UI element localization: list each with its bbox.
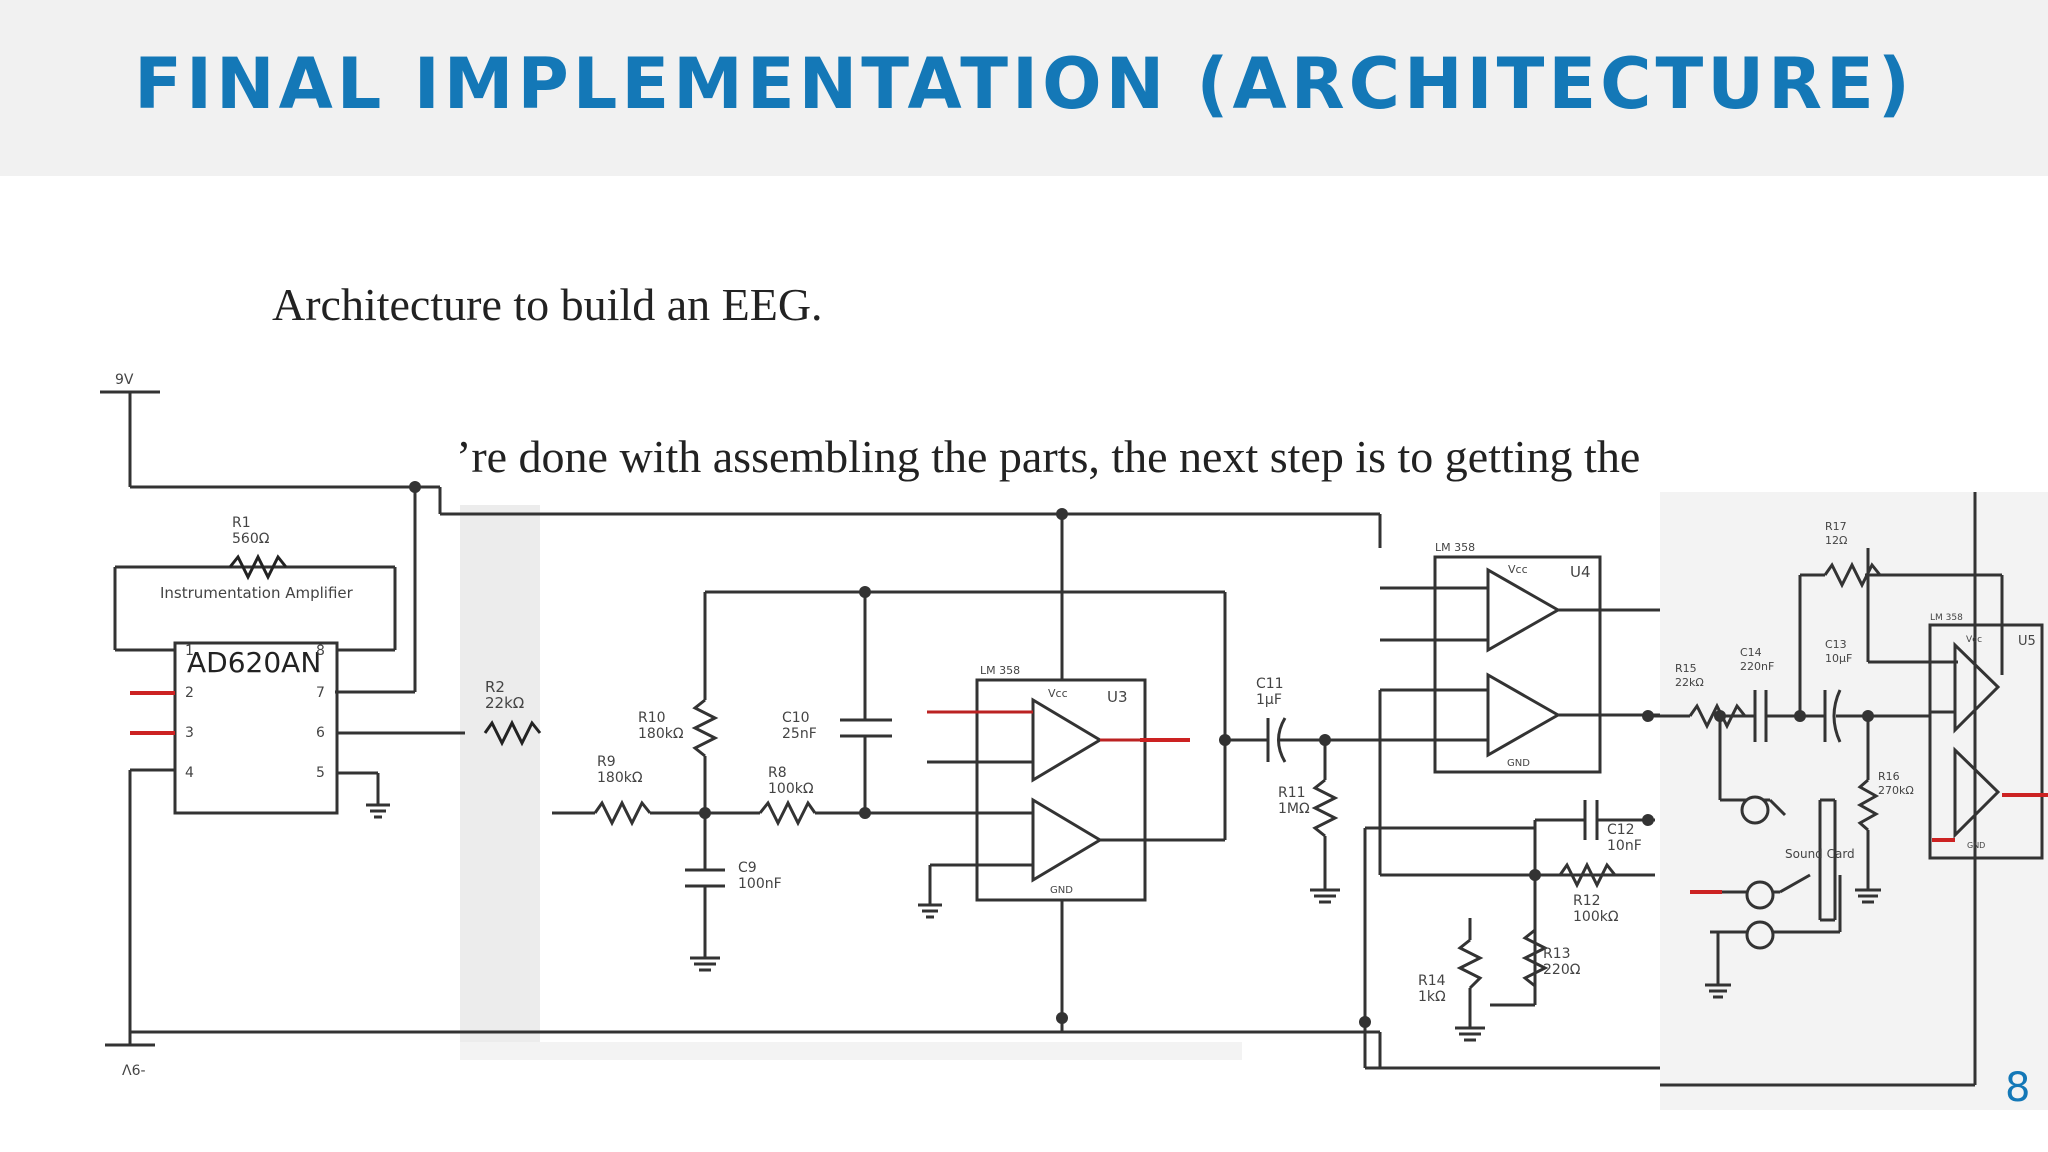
c14-name: C14 [1740, 646, 1762, 659]
ic1-pin-4: 4 [185, 765, 194, 781]
u4-gnd: GND [1507, 758, 1530, 769]
r17-value: 12Ω [1825, 534, 1847, 547]
c12-name: C12 [1607, 822, 1635, 838]
page-number: 8 [2005, 1065, 2031, 1111]
r12-value: 100kΩ [1573, 909, 1619, 925]
slide-title: FINAL IMPLEMENTATION (ARCHITECTURE) [134, 43, 1914, 125]
r2-value: 22kΩ [485, 694, 524, 712]
u5-name: U5 [2018, 634, 2036, 649]
r11-name: R11 [1278, 785, 1306, 801]
u4-name: U4 [1570, 563, 1591, 581]
supply-9v-label: 9V [115, 372, 134, 388]
ic1-pin-1: 1 [185, 643, 194, 659]
r16-name: R16 [1878, 770, 1900, 783]
c9-name: C9 [738, 860, 757, 876]
r2-name: R2 [485, 678, 505, 696]
body-text-line-1: Architecture to build an EEG. [272, 279, 823, 330]
r1-name: R1 [232, 515, 251, 531]
ic1-name: AD620AN [187, 646, 321, 679]
c10-value: 25nF [782, 726, 817, 742]
ic1-pin-6: 6 [316, 725, 325, 741]
r14-value: 1kΩ [1418, 989, 1446, 1005]
supply-neg-label: Λ6- [122, 1063, 146, 1079]
ic1-pin-7: 7 [316, 685, 325, 701]
c13-name: C13 [1825, 638, 1847, 651]
u5-type: LM 358 [1930, 613, 1963, 623]
eeg-circuit-schematic: 9V Λ6- Instrumentation Amplifier AD620AN… [100, 368, 2048, 1110]
r1-value: 560Ω [232, 531, 270, 547]
schematic-panel-middle-bottom [460, 1042, 1242, 1060]
c11-value: 1µF [1256, 692, 1282, 708]
c13-value: 10µF [1825, 652, 1852, 665]
u3-gnd: GND [1050, 885, 1073, 896]
r14-name: R14 [1418, 973, 1446, 989]
c9-value: 100nF [738, 876, 782, 892]
schematic-panel-middle [552, 505, 1242, 1050]
r8-name: R8 [768, 765, 787, 781]
u3-vcc: Vcc [1048, 687, 1068, 700]
c12-value: 10nF [1607, 838, 1642, 854]
r13-name: R13 [1543, 946, 1571, 962]
c14-value: 220nF [1740, 660, 1774, 673]
r10-value: 180kΩ [638, 726, 684, 742]
r13-value: 220Ω [1543, 962, 1581, 978]
r12-name: R12 [1573, 893, 1601, 909]
c11-name: C11 [1256, 676, 1284, 692]
ic1-pin-3: 3 [185, 725, 194, 741]
ic1-pin-8: 8 [316, 643, 325, 659]
schematic-panel-shade [460, 505, 540, 1055]
r15-value: 22kΩ [1675, 676, 1704, 689]
c10-name: C10 [782, 710, 810, 726]
body-text-line-2: ’re done with assembling the parts, the … [456, 431, 1641, 482]
r10-name: R10 [638, 710, 666, 726]
r16-value: 270kΩ [1878, 784, 1914, 797]
u3-type: LM 358 [980, 664, 1020, 677]
r11-value: 1MΩ [1278, 801, 1310, 817]
u4-vcc: Vcc [1508, 563, 1528, 576]
u5-gnd: GND [1967, 841, 1985, 850]
u3-name: U3 [1107, 688, 1128, 706]
ic1-desc: Instrumentation Amplifier [160, 584, 354, 602]
r9-name: R9 [597, 754, 616, 770]
r8-value: 100kΩ [768, 781, 814, 797]
r9-value: 180kΩ [597, 770, 643, 786]
u4-type: LM 358 [1435, 541, 1475, 554]
ic1-pin-5: 5 [316, 765, 325, 781]
title-bar: FINAL IMPLEMENTATION (ARCHITECTURE) [0, 0, 2048, 176]
ic1-pin-2: 2 [185, 685, 194, 701]
r17-name: R17 [1825, 520, 1847, 533]
sound-card-label: Sound Card [1785, 847, 1855, 861]
r15-name: R15 [1675, 662, 1697, 675]
u5-vcc: Vcc [1966, 635, 1982, 645]
